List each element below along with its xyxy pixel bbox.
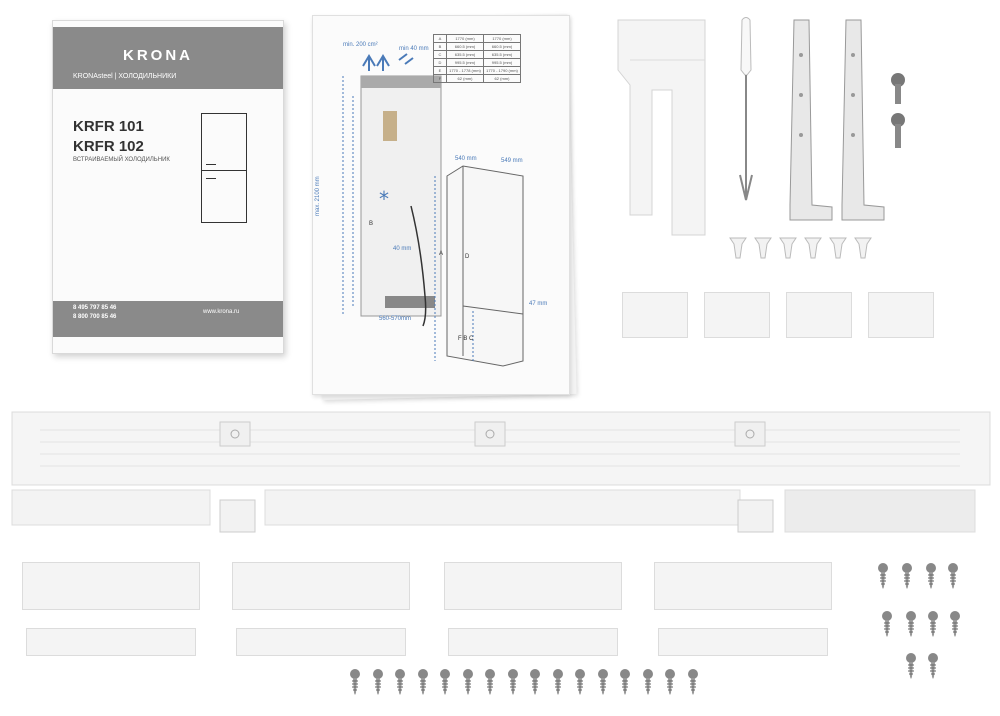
dimension-cell: A — [433, 34, 447, 43]
screw-icon — [485, 669, 495, 695]
dimension-cell: 1770 - 1778 (mm) — [446, 66, 484, 75]
rail-cover — [448, 628, 618, 656]
brand-logo: KRONA — [123, 47, 193, 64]
gap-bottom-label: 40 mm — [393, 246, 412, 252]
manual-footer-band — [53, 301, 283, 337]
dimension-cell: 995.5 (mm) — [446, 58, 484, 67]
width-label: 560-570mm — [379, 316, 412, 322]
model-name-1: KRFR 101 — [73, 118, 144, 135]
dimension-cell: 1770 - 1790 (mm) — [483, 66, 521, 75]
screw-icon — [530, 669, 540, 695]
screw-icon — [948, 563, 958, 589]
product-description: ВСТРАИВАЕМЫЙ ХОЛОДИЛЬНИК — [73, 157, 170, 163]
dim-b-label: B — [369, 221, 374, 227]
dimension-cell: 1770 (mm) — [483, 34, 521, 43]
dimension-cell: 62 (mm) — [446, 74, 484, 83]
manual-header-band — [53, 27, 283, 89]
mounting-block — [868, 292, 934, 338]
dimension-cell: F — [433, 74, 447, 83]
dimension-cell: 660.5 (mm) — [483, 42, 521, 51]
dimension-cell: B — [433, 42, 447, 51]
dimension-cell: 635.5 (mm) — [446, 50, 484, 59]
door-slide-rail — [444, 562, 622, 610]
rail-cover — [236, 628, 406, 656]
phone-number-2: 8 800 700 85 46 — [73, 314, 117, 320]
screw-icon — [928, 611, 938, 637]
screw-icon — [882, 611, 892, 637]
phone-number-1: 8 495 797 85 46 — [73, 305, 117, 311]
installation-diagram-sheet: * min. 200 cm² min 40 mm max. 2100 mm 56… — [312, 15, 570, 395]
svg-text:*: * — [379, 187, 389, 211]
ventilation-grille-strip — [11, 411, 991, 533]
screw-icon — [372, 669, 383, 695]
door-handle-part — [617, 19, 706, 236]
screw-icon — [878, 563, 888, 589]
rail-cover — [26, 628, 196, 656]
door-slide-rail — [22, 562, 200, 610]
gap-label: min 40 mm — [399, 46, 429, 52]
screw-icon — [395, 669, 405, 695]
metal-brackets — [789, 19, 885, 221]
vent-label: min. 200 cm² — [343, 42, 378, 48]
screw-icon — [642, 669, 653, 695]
screw-icon — [906, 653, 916, 679]
fridge-icon — [201, 113, 247, 223]
mounting-block — [622, 292, 688, 338]
dim-fbc-label: F B C — [458, 336, 474, 342]
screw-icon — [575, 669, 585, 695]
series-label: KRONAsteel | ХОЛОДИЛЬНИКИ — [73, 73, 177, 80]
dimension-cell: 635.5 (mm) — [483, 50, 521, 59]
screw-icon — [928, 653, 938, 679]
screw-icon — [950, 611, 960, 637]
dimension-cell: 660.5 (mm) — [446, 42, 484, 51]
website-label: www.krona.ru — [203, 309, 240, 315]
model-name-2: KRFR 102 — [73, 138, 144, 155]
door-slide-rail — [654, 562, 832, 610]
dimension-cell: D — [433, 58, 447, 67]
installation-diagram: * — [342, 53, 524, 367]
screw-icon — [417, 669, 428, 695]
screw-icon — [350, 669, 360, 695]
dimension-cell: 62 (mm) — [483, 74, 521, 83]
dim-d-label: D — [465, 254, 470, 260]
height-label: max. 2100 mm — [315, 176, 321, 216]
trim-tool-icon — [739, 17, 753, 201]
screw-icon — [507, 669, 518, 695]
screw-icon — [462, 669, 473, 695]
depth-label-1: 540 mm — [455, 156, 477, 162]
dimension-cell: 1770 (mm) — [446, 34, 484, 43]
screw-icon — [926, 563, 936, 589]
dimension-cell: 995.5 (mm) — [483, 58, 521, 67]
screw-icon — [552, 669, 563, 695]
small-dim-label: 47 mm — [529, 301, 548, 307]
dimension-cell: E — [433, 66, 447, 75]
plastic-rivets — [729, 237, 872, 259]
screw-icon — [597, 669, 608, 695]
dimension-cell: C — [433, 50, 447, 59]
door-slide-rail — [232, 562, 410, 610]
screw-icon — [906, 611, 916, 637]
mounting-block — [704, 292, 770, 338]
instruction-manual: KRONA KRONAsteel | ХОЛОДИЛЬНИКИ KRFR 101… — [52, 20, 284, 354]
screw-icon — [687, 669, 698, 695]
bolts — [891, 73, 905, 148]
screw-icon — [620, 669, 630, 695]
screw-icon — [665, 669, 675, 695]
rail-cover — [658, 628, 828, 656]
screw-icon — [902, 563, 912, 589]
depth-label-2: 549 mm — [501, 158, 523, 164]
mounting-block — [786, 292, 852, 338]
dim-a-label: A — [439, 251, 444, 257]
screw-icon — [440, 669, 450, 695]
